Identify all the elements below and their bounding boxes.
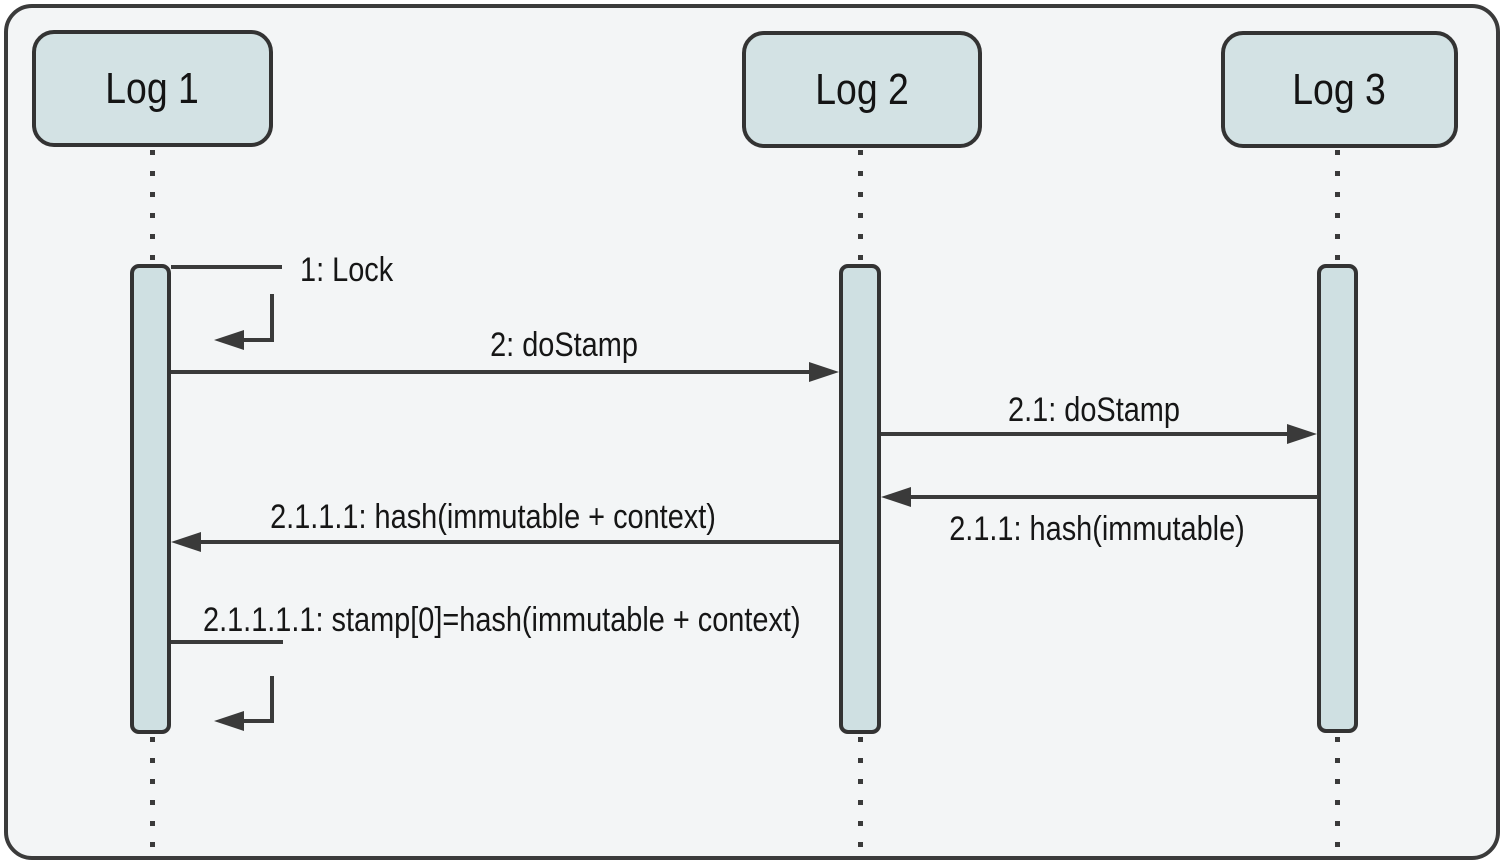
lifeline-log-3-upper (1335, 150, 1340, 263)
lifeline-log-2-upper (858, 150, 863, 263)
activation-bar-log-1 (130, 264, 171, 734)
message-2-1-line (881, 432, 1289, 436)
lifeline-log-2-lower (858, 737, 863, 853)
self-message-1-hook-vertical (270, 294, 274, 342)
self-message-1-line (171, 265, 282, 269)
self-message-1-arrowhead-icon (214, 330, 244, 350)
self-message-1-hook-horizontal (234, 338, 274, 342)
actor-box-log-3: Log 3 (1221, 31, 1458, 148)
message-2-1-label: 2.1: doStamp (1008, 391, 1180, 429)
message-2-1-arrowhead-icon (1287, 424, 1317, 444)
message-2-1-1-1-line (199, 540, 839, 544)
self-message-2-1-1-1-1-line (171, 640, 283, 644)
message-2-1-1-1-arrowhead-icon (171, 532, 201, 552)
lifeline-log-1-upper (150, 150, 155, 263)
self-message-2-1-1-1-1-arrowhead-icon (214, 711, 244, 731)
message-2-1-1-line (909, 495, 1318, 499)
activation-bar-log-2 (839, 264, 881, 734)
self-message-2-1-1-1-1-label: 2.1.1.1.1: stamp[0]=hash(immutable + con… (203, 601, 801, 639)
actor-box-log-2: Log 2 (742, 31, 982, 148)
actor-box-log-1: Log 1 (32, 30, 273, 147)
message-2-label: 2: doStamp (490, 326, 638, 364)
lifeline-log-1-lower (150, 737, 155, 853)
message-2-1-1-label: 2.1.1: hash(immutable) (949, 510, 1245, 548)
actor-label-log-1: Log 1 (105, 63, 200, 113)
actor-label-log-2: Log 2 (815, 64, 909, 114)
message-2-1-1-1-label: 2.1.1.1: hash(immutable + context) (270, 498, 716, 536)
lifeline-log-3-lower (1335, 737, 1340, 853)
message-2-1-1-arrowhead-icon (881, 487, 911, 507)
activation-bar-log-3 (1317, 264, 1358, 733)
self-message-1-label: 1: Lock (300, 251, 394, 289)
self-message-2-1-1-1-1-hook-horizontal (234, 719, 274, 723)
message-2-line (171, 370, 811, 374)
message-2-arrowhead-icon (809, 362, 839, 382)
self-message-2-1-1-1-1-hook-vertical (270, 676, 274, 723)
actor-label-log-3: Log 3 (1292, 64, 1387, 114)
